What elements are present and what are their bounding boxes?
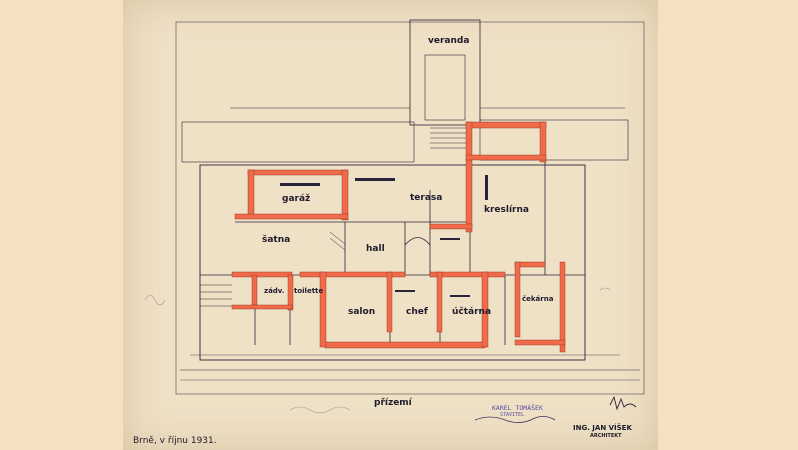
room-label-terasa: terasa bbox=[410, 193, 443, 203]
blueprint-sheet bbox=[123, 0, 658, 450]
builder-stamp-title: STAVITEL bbox=[500, 412, 525, 418]
load-bearing-walls bbox=[231, 121, 566, 353]
builder-signature bbox=[474, 416, 556, 423]
building-outline bbox=[199, 164, 586, 361]
architect-signature bbox=[609, 395, 637, 411]
room-label-chef: chef bbox=[406, 307, 428, 317]
floor-label: přízemí bbox=[374, 398, 412, 408]
veranda-outline bbox=[409, 19, 481, 126]
date-text: Brně, v říjnu 1931. bbox=[133, 436, 217, 446]
room-label-toilette: toilette bbox=[294, 287, 324, 295]
rear-yard bbox=[181, 121, 415, 163]
right-yard bbox=[479, 119, 629, 161]
architect-name: ING. JAN VÍŠEK bbox=[573, 424, 632, 432]
pencil-notes bbox=[144, 287, 611, 414]
room-label-cekarna: čekárna bbox=[522, 295, 554, 303]
room-label-salna: šatna bbox=[262, 235, 291, 245]
room-label-zadv: zádv. bbox=[264, 287, 285, 295]
room-label-veranda: veranda bbox=[428, 36, 470, 46]
architect-title: ARCHITEKT bbox=[590, 433, 622, 439]
room-label-salon: salon bbox=[348, 307, 376, 317]
room-label-garaz: garáž bbox=[282, 194, 311, 204]
room-label-uctarna: účtárna bbox=[452, 307, 492, 317]
room-label-kreslirna: kreslírna bbox=[484, 205, 529, 215]
veranda-inner bbox=[424, 54, 466, 121]
builder-stamp-name: KAREL TOMÁŠEK bbox=[492, 404, 543, 412]
room-label-hall: hall bbox=[366, 244, 385, 254]
